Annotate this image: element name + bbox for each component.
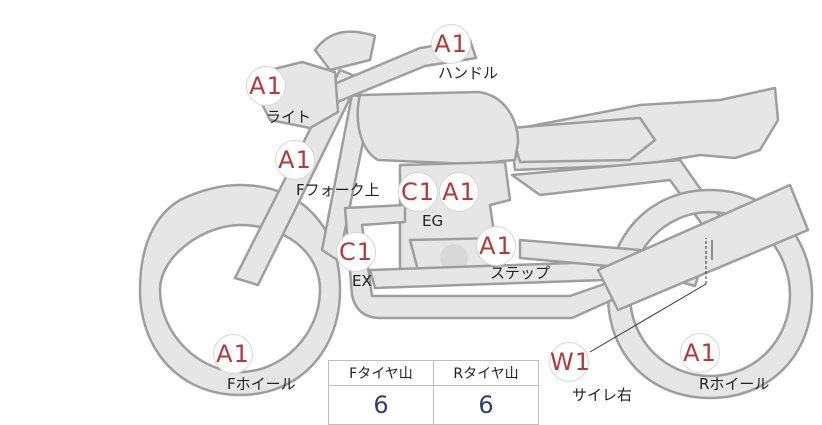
marker-front-wheel[interactable]: A1 <box>213 334 253 374</box>
front-tread-header: Fタイヤ山 <box>329 361 434 386</box>
label-engine: EG <box>422 212 443 230</box>
marker-muffler[interactable]: W1 <box>549 342 589 382</box>
tire-tread-table: Fタイヤ山 Rタイヤ山 6 6 <box>328 360 539 425</box>
label-exhaust: EX <box>352 272 372 290</box>
rear-tread-header: Rタイヤ山 <box>434 361 539 386</box>
marker-step[interactable]: A1 <box>476 226 516 266</box>
marker-engine-c1[interactable]: C1 <box>398 172 438 212</box>
marker-exhaust[interactable]: C1 <box>336 232 376 272</box>
label-step: ステップ <box>490 262 550 283</box>
front-tread-value[interactable]: 6 <box>329 386 434 425</box>
head-cover <box>315 32 375 70</box>
label-muffler: サイレ右 <box>572 384 632 405</box>
label-handle: ハンドル <box>438 62 498 83</box>
marker-front-fork[interactable]: A1 <box>275 140 315 180</box>
fuel-tank <box>358 92 518 164</box>
marker-rear-wheel[interactable]: A1 <box>680 333 720 373</box>
label-rear-wheel: Rホイール <box>699 373 769 394</box>
marker-handle[interactable]: A1 <box>431 24 471 64</box>
label-light: ライト <box>266 106 311 127</box>
label-front-fork: Fフォーク上 <box>296 179 380 200</box>
marker-light[interactable]: A1 <box>246 66 286 106</box>
rear-tread-value[interactable]: 6 <box>434 386 539 425</box>
marker-engine-a1[interactable]: A1 <box>439 172 479 212</box>
label-front-wheel: Fホイール <box>227 373 296 394</box>
